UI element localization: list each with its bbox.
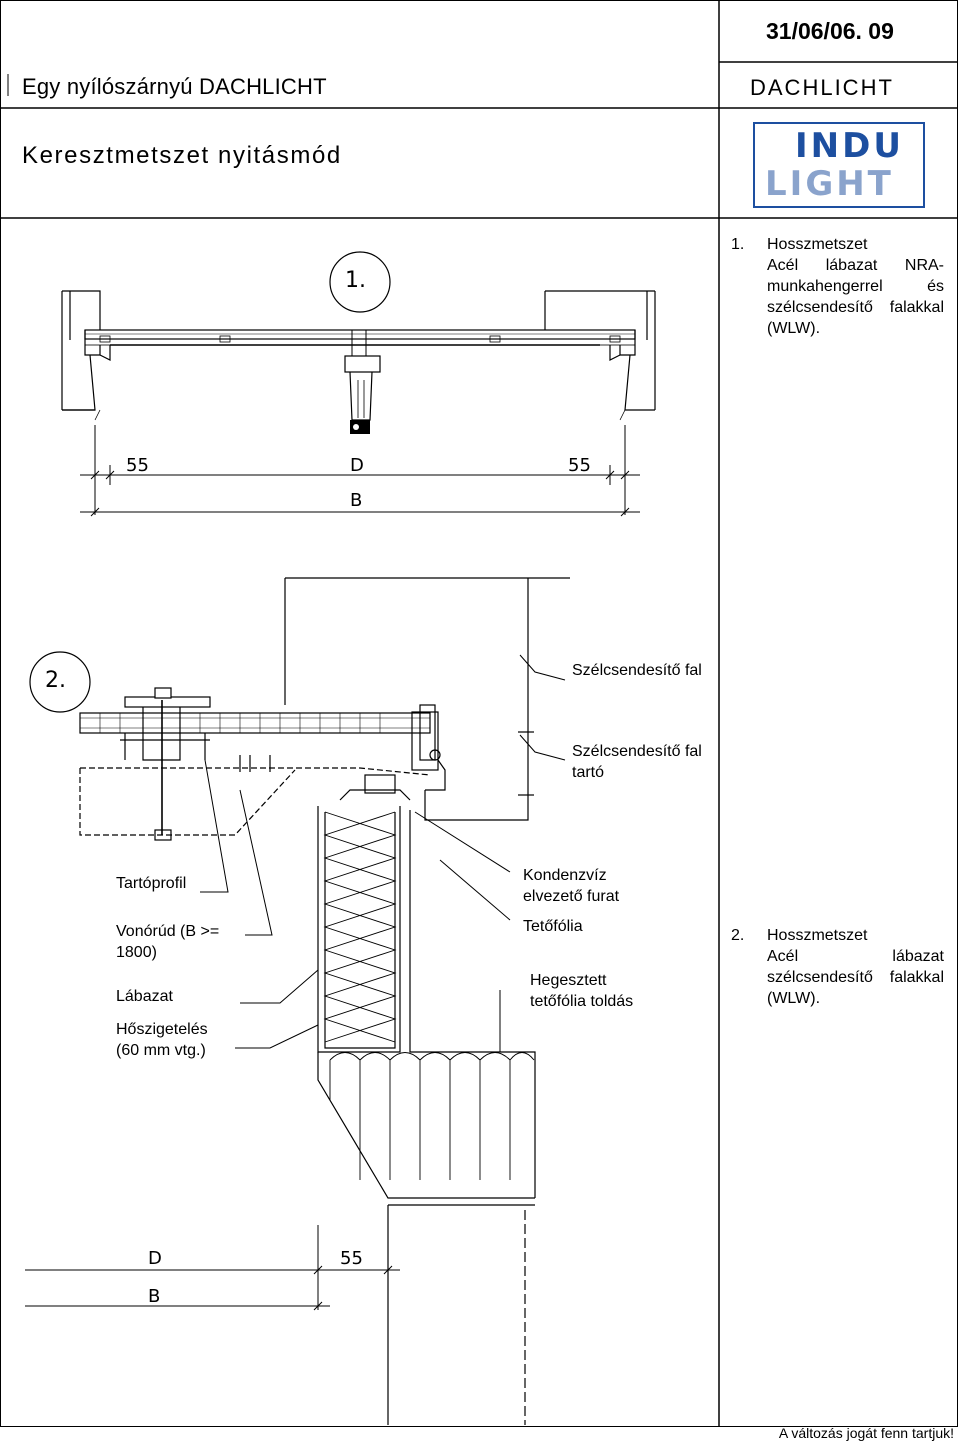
section1-dim-right: 55 [568, 455, 591, 476]
section1-dim-left: 55 [126, 455, 149, 476]
page-subtitle: Keresztmetszet nyitásmód [22, 142, 342, 169]
section2-marker: 2. [45, 668, 66, 693]
label-welded-foil: Hegesztett tetőfólia toldás [530, 972, 634, 1010]
section1-description: 1. Hosszmetszet Acél lábazat NRA-munkahen… [731, 234, 944, 339]
product-name: DACHLICHT [750, 75, 894, 100]
section1-dim-center: D [350, 455, 364, 476]
label-wind-wall-holder: Szélcsendesítő fal tartó [572, 743, 702, 781]
logo-text-top: INDU [795, 126, 904, 166]
footer-note: A változás jogát fenn tartjuk! [778, 1425, 954, 1441]
label-insulation: Hőszigetelés (60 mm vtg.) [116, 1021, 208, 1059]
document-code: 31/06/06. 09 [766, 18, 894, 44]
label-support-profile: Tartóprofil [116, 875, 187, 892]
label-base: Lábazat [116, 988, 173, 1005]
section1-drawing [61, 251, 656, 517]
section2-desc-number: 2. [731, 927, 745, 944]
logo-text-bottom: LIGHT [765, 164, 894, 204]
section1-marker-circle [329, 251, 391, 313]
section2-marker-circle [29, 651, 91, 713]
section1-desc-body: Acél lábazat NRA-munkahengerrel és szélc… [767, 257, 944, 337]
section2-dim-d: D [148, 1248, 162, 1269]
section1-desc-number: 1. [731, 236, 745, 253]
section2-drawing [25, 577, 570, 1425]
section1-desc-heading: Hosszmetszet [767, 236, 868, 253]
section1-dim-total: B [350, 490, 363, 511]
indulight-logo [753, 122, 925, 208]
label-roof-foil: Tetőfólia [523, 918, 583, 935]
section2-dim-55: 55 [340, 1248, 363, 1269]
page-title: Egy nyílószárnyú DACHLICHT [22, 74, 327, 99]
label-drain-hole: Kondenzvíz elvezető furat [523, 867, 620, 905]
label-wind-wall: Szélcsendesítő fal [572, 662, 702, 679]
section2-desc-body: Acél lábazat szélcsendesítő falakkal (WL… [767, 948, 944, 1007]
section1-marker: 1. [345, 268, 366, 293]
section2-description: 2. Hosszmetszet Acél lábazat szélcsendesí… [731, 925, 944, 1009]
section2-dim-b: B [148, 1286, 161, 1307]
label-tie-rod: Vonórúd (B >= 1800) [116, 923, 220, 961]
section2-desc-heading: Hosszmetszet [767, 927, 868, 944]
